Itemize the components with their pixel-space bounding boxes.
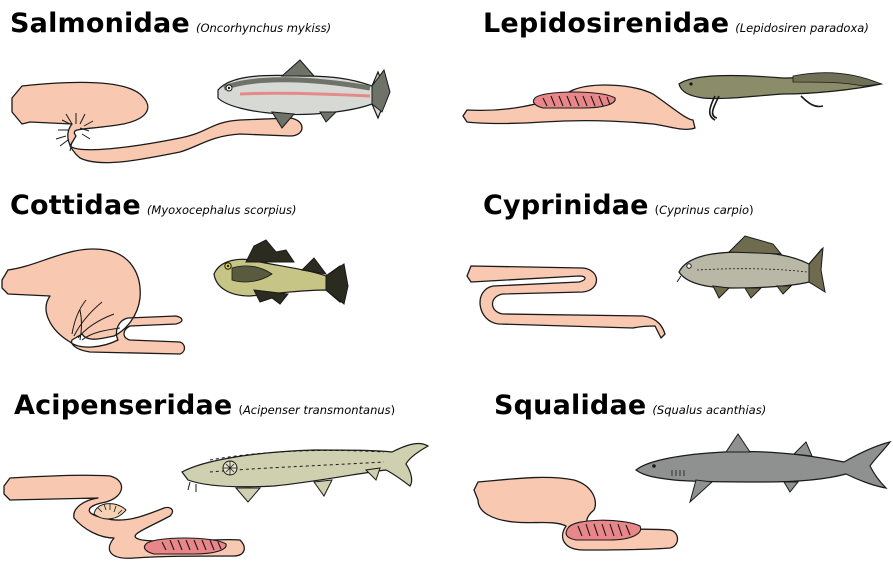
spiral-valve	[144, 538, 226, 554]
panel-cyprinidae: Cyprinidae(Cyprinus carpio)	[483, 190, 893, 370]
gut-diagram	[474, 477, 678, 550]
squalidae-illustration	[494, 390, 893, 570]
gut-diagram	[463, 85, 695, 129]
gut-diagram	[2, 249, 185, 354]
sturgeon-illustration	[182, 444, 428, 502]
shark-illustration	[636, 434, 890, 502]
gut-diagram	[4, 475, 244, 558]
salmonidae-illustration	[10, 8, 450, 188]
cyprinidae-illustration	[483, 190, 893, 370]
lungfish-illustration	[679, 73, 881, 120]
sculpin-illustration	[214, 240, 348, 304]
lepidosirenidae-illustration	[483, 8, 893, 188]
panel-squalidae: Squalidae(Squalus acanthias)	[494, 390, 893, 570]
panel-salmonidae: Salmonidae(Oncorhynchus mykiss)	[10, 8, 450, 188]
trout-illustration	[218, 60, 390, 128]
gut-diagram	[467, 266, 665, 338]
panel-acipenseridae: Acipenseridae(Acipenser transmontanus)	[14, 390, 454, 570]
carp-illustration	[677, 236, 825, 298]
spiral-valve	[533, 92, 615, 108]
acipenseridae-illustration	[14, 390, 454, 570]
cottidae-illustration	[10, 190, 450, 370]
spiral-valve	[566, 520, 641, 540]
panel-lepidosirenidae: Lepidosirenidae(Lepidosiren paradoxa)	[483, 8, 893, 188]
panel-cottidae: Cottidae(Myoxocephalus scorpius)	[10, 190, 450, 370]
